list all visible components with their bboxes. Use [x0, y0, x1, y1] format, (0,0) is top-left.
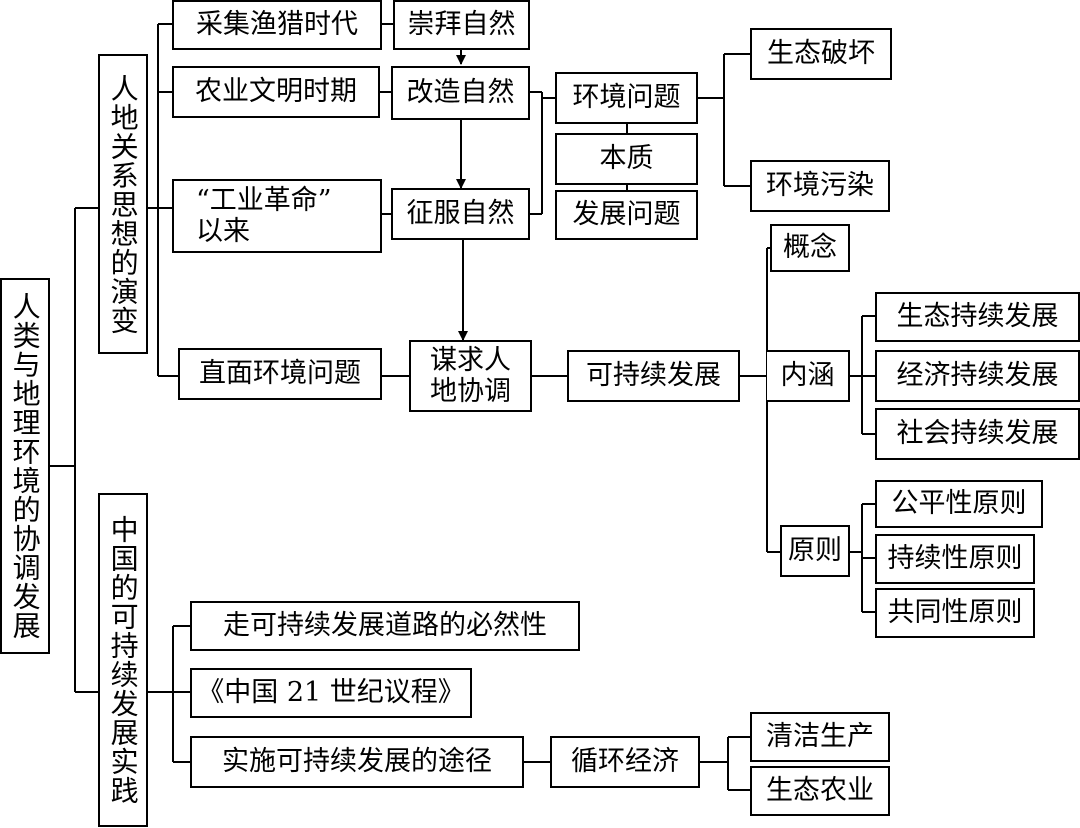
- necessity-label: 走可持续发展道路的必然性: [223, 610, 547, 642]
- concept-label: 概念: [783, 232, 837, 264]
- necessity-node: 走可持续发展道路的必然性: [190, 601, 580, 651]
- eco-sustain-node: 生态持续发展: [875, 292, 1080, 342]
- dev-problem-node: 发展问题: [555, 190, 698, 240]
- attitude-worship-label: 崇拜自然: [407, 9, 516, 41]
- attitude-transform-label: 改造自然: [406, 77, 515, 109]
- attitude-harmony-node: 谋求人地协调: [409, 340, 532, 412]
- period-hunting-node: 采集渔猎时代: [172, 0, 382, 50]
- attitude-conquer-label: 征服自然: [406, 198, 515, 230]
- principles-label: 原则: [788, 535, 842, 567]
- period-face-env-label: 直面环境问题: [199, 358, 361, 390]
- continuity-label: 持续性原则: [887, 543, 1023, 575]
- period-hunting-label: 采集渔猎时代: [196, 9, 358, 41]
- continuity-node: 持续性原则: [875, 534, 1035, 584]
- concept-node: 概念: [770, 224, 850, 272]
- evolution-branch-label: 人地关系思想的演变: [106, 73, 140, 335]
- attitude-transform-node: 改造自然: [391, 66, 530, 120]
- eco-damage-node: 生态破坏: [750, 28, 892, 80]
- period-face-env-node: 直面环境问题: [178, 348, 382, 400]
- attitude-worship-node: 崇拜自然: [393, 0, 530, 50]
- society-sustain-label: 社会持续发展: [896, 418, 1059, 450]
- env-problem-node: 环境问题: [555, 72, 698, 124]
- ways-label: 实施可持续发展的途径: [222, 746, 492, 778]
- clean-production-label: 清洁生产: [766, 721, 874, 753]
- circular-economy-label: 循环经济: [571, 746, 679, 778]
- fairness-node: 公平性原则: [875, 480, 1043, 528]
- principles-node: 原则: [780, 525, 850, 577]
- period-industrial-node: “工业革命” 以来: [172, 179, 382, 253]
- ways-node: 实施可持续发展的途径: [190, 736, 524, 788]
- root-node: 人类与地理环境的协调发展: [0, 278, 50, 654]
- period-industrial-line2: 以来: [196, 216, 250, 247]
- eco-agriculture-node: 生态农业: [750, 766, 890, 816]
- clean-production-node: 清洁生产: [750, 712, 890, 762]
- attitude-harmony-label: 谋求人地协调: [430, 344, 511, 407]
- pollution-label: 环境污染: [766, 170, 874, 202]
- economy-sustain-node: 经济持续发展: [875, 350, 1080, 402]
- practice-branch-label: 中国的可持续发展实践: [106, 515, 140, 805]
- circular-economy-node: 循环经济: [550, 736, 700, 788]
- essence-node: 本质: [555, 133, 698, 185]
- evolution-branch-node: 人地关系思想的演变: [98, 54, 148, 354]
- economy-sustain-label: 经济持续发展: [896, 360, 1059, 392]
- connotation-label: 内涵: [780, 360, 835, 392]
- dev-problem-label: 发展问题: [572, 199, 681, 231]
- commonality-label: 共同性原则: [887, 597, 1023, 629]
- society-sustain-node: 社会持续发展: [875, 408, 1080, 460]
- pollution-node: 环境污染: [750, 160, 890, 212]
- eco-agriculture-label: 生态农业: [766, 775, 874, 807]
- commonality-node: 共同性原则: [875, 588, 1035, 638]
- agenda-label: 《中国 21 世纪议程》: [197, 677, 465, 709]
- fairness-label: 公平性原则: [891, 488, 1027, 520]
- env-problem-label: 环境问题: [572, 82, 681, 114]
- agenda-node: 《中国 21 世纪议程》: [190, 668, 472, 718]
- sustainable-label: 可持续发展: [586, 360, 721, 392]
- essence-label: 本质: [599, 143, 654, 175]
- period-agriculture-label: 农业文明时期: [195, 76, 357, 108]
- connotation-node: 内涵: [767, 350, 850, 402]
- practice-branch-node: 中国的可持续发展实践: [98, 493, 148, 827]
- period-industrial-line1: “工业革命”: [196, 184, 332, 216]
- root-label: 人类与地理环境的协调发展: [8, 292, 42, 640]
- sustainable-node: 可持续发展: [567, 350, 740, 402]
- attitude-conquer-node: 征服自然: [391, 188, 530, 240]
- period-agriculture-node: 农业文明时期: [172, 66, 380, 118]
- eco-sustain-label: 生态持续发展: [896, 301, 1059, 333]
- eco-damage-label: 生态破坏: [767, 38, 875, 70]
